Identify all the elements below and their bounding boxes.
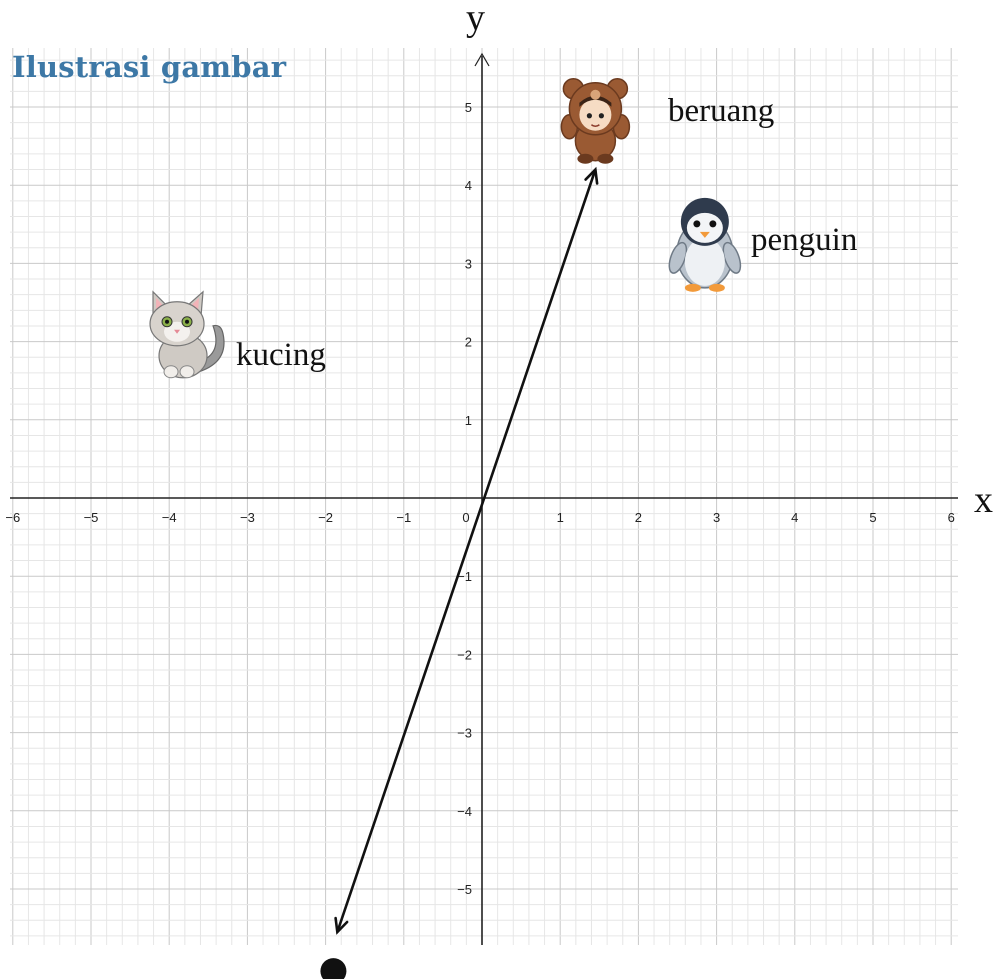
x-tick-label: −1: [396, 510, 411, 525]
x-tick-label: 1: [557, 510, 564, 525]
x-tick-label: 3: [713, 510, 720, 525]
x-tick-label: −3: [240, 510, 255, 525]
y-axis-name: y: [466, 0, 485, 39]
y-tick-label: 2: [465, 335, 472, 350]
y-tick-label: 1: [465, 413, 472, 428]
x-tick-label: 0: [462, 510, 469, 525]
x-axis-name: x: [974, 479, 993, 521]
label-kucing: kucing: [236, 337, 326, 373]
diagram-title: Ilustrasi gambar: [12, 50, 287, 84]
arrowhead-upper: [584, 166, 599, 185]
y-tick-label: −1: [457, 569, 472, 584]
y-axis-arrowhead: [474, 52, 490, 67]
y-tick-label: −5: [457, 882, 472, 897]
y-tick-label: 4: [465, 178, 472, 193]
arrow-line: [336, 169, 597, 933]
x-tick-label: 5: [869, 510, 876, 525]
x-tick-label: −4: [162, 510, 177, 525]
arrowhead-lower: [334, 916, 349, 935]
cat-icon: [149, 290, 225, 379]
x-tick-label: 6: [948, 510, 955, 525]
y-tick-label: 5: [465, 100, 472, 115]
y-tick-label: −3: [457, 726, 472, 741]
x-tick-label: −6: [5, 510, 20, 525]
label-penguin: penguin: [751, 222, 858, 258]
x-tick-label: 2: [635, 510, 642, 525]
y-tick-label: −4: [457, 804, 472, 819]
label-beruang: beruang: [668, 93, 775, 129]
penguin-icon: [668, 197, 742, 292]
x-tick-label: −2: [318, 510, 333, 525]
point-marker: [320, 958, 347, 979]
y-tick-label: 3: [465, 256, 472, 271]
x-tick-label: 4: [791, 510, 798, 525]
y-tick-label: −2: [457, 647, 472, 662]
bear-icon: [560, 77, 631, 164]
x-tick-label: −5: [84, 510, 99, 525]
